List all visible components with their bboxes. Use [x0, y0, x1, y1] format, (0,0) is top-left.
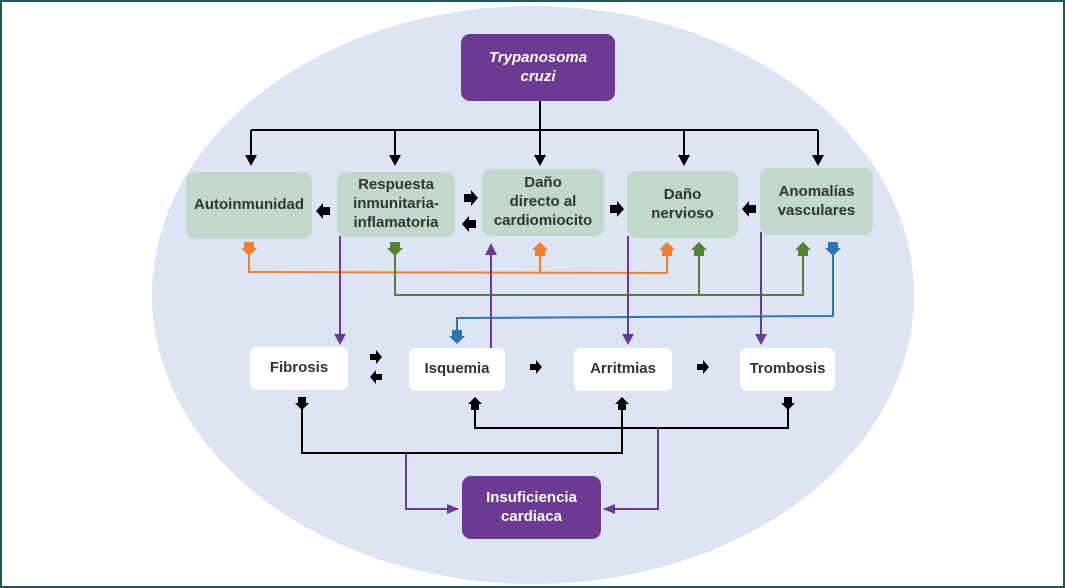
- node-label: Fibrosis: [269, 359, 329, 377]
- purple-arrowheads: [334, 243, 767, 345]
- node-label: Daño nervioso: [651, 185, 714, 222]
- node-arritmias: Arritmias: [574, 348, 672, 391]
- green-arrowheads: [387, 242, 811, 256]
- node-anomalias-vasculares: Anomalías vasculares: [760, 168, 873, 235]
- node-label: Autoinmunidad: [194, 196, 304, 214]
- arrow-respuesta-to-dano-directo: [464, 190, 478, 206]
- edge-green-respuesta: [394, 250, 804, 296]
- black-lower-arrowheads: [295, 397, 795, 410]
- node-isquemia: Isquemia: [409, 348, 505, 391]
- edge-orange-autoinmunidad: [248, 250, 668, 275]
- node-label: Isquemia: [424, 360, 490, 378]
- black-lower-connectors: [301, 404, 789, 454]
- arrow-isquemia-to-arritmias: [530, 360, 542, 374]
- node-label: Trypanosoma cruzi: [488, 48, 588, 85]
- node-label: Daño directo al cardiomiocito: [493, 174, 593, 229]
- node-insuficiencia-cardiaca: Insuficiencia cardiaca: [462, 476, 601, 539]
- node-fibrosis: Fibrosis: [250, 347, 348, 390]
- arrow-fibrosis-to-isquemia: [370, 350, 382, 364]
- node-trombosis: Trombosis: [740, 348, 835, 391]
- arrow-arritmias-to-trombosis: [697, 360, 709, 374]
- node-label: Respuesta inmunitaria- inflamatoria: [353, 176, 439, 231]
- arrow-isquemia-to-fibrosis: [370, 370, 382, 384]
- arrow-respuesta-to-autoinmunidad: [316, 203, 330, 219]
- purple-edges: [339, 232, 762, 350]
- node-dano-directo: Daño directo al cardiomiocito: [482, 169, 604, 236]
- edges-to-insuficiencia: [405, 428, 659, 514]
- node-autoinmunidad: Autoinmunidad: [186, 172, 312, 239]
- block-arrows-mechanisms: [316, 190, 756, 232]
- node-label: Arritmias: [590, 360, 656, 378]
- node-respuesta-inmunitaria: Respuesta inmunitaria- inflamatoria: [337, 172, 455, 237]
- arrow-dano-directo-to-respuesta: [462, 216, 476, 232]
- edge-tcruzi-to-mechanisms: [250, 100, 819, 158]
- orange-arrowheads: [241, 242, 675, 256]
- block-arrows-effects: [370, 350, 709, 384]
- arrow-dano-directo-to-dano-nervioso: [610, 201, 624, 217]
- black-down-arrowheads-top: [245, 155, 824, 166]
- node-label: Trombosis: [749, 360, 826, 378]
- edge-blue-anomalias-to-isquemia: [456, 248, 834, 335]
- node-label: Anomalías vasculares: [777, 182, 856, 219]
- node-dano-nervioso: Daño nervioso: [627, 171, 738, 238]
- blue-arrowheads: [449, 242, 841, 344]
- node-label: Insuficiencia cardiaca: [486, 488, 577, 525]
- arrow-anomalias-to-dano-nervioso: [742, 201, 756, 217]
- node-trypanosoma-cruzi: Trypanosoma cruzi: [461, 34, 615, 101]
